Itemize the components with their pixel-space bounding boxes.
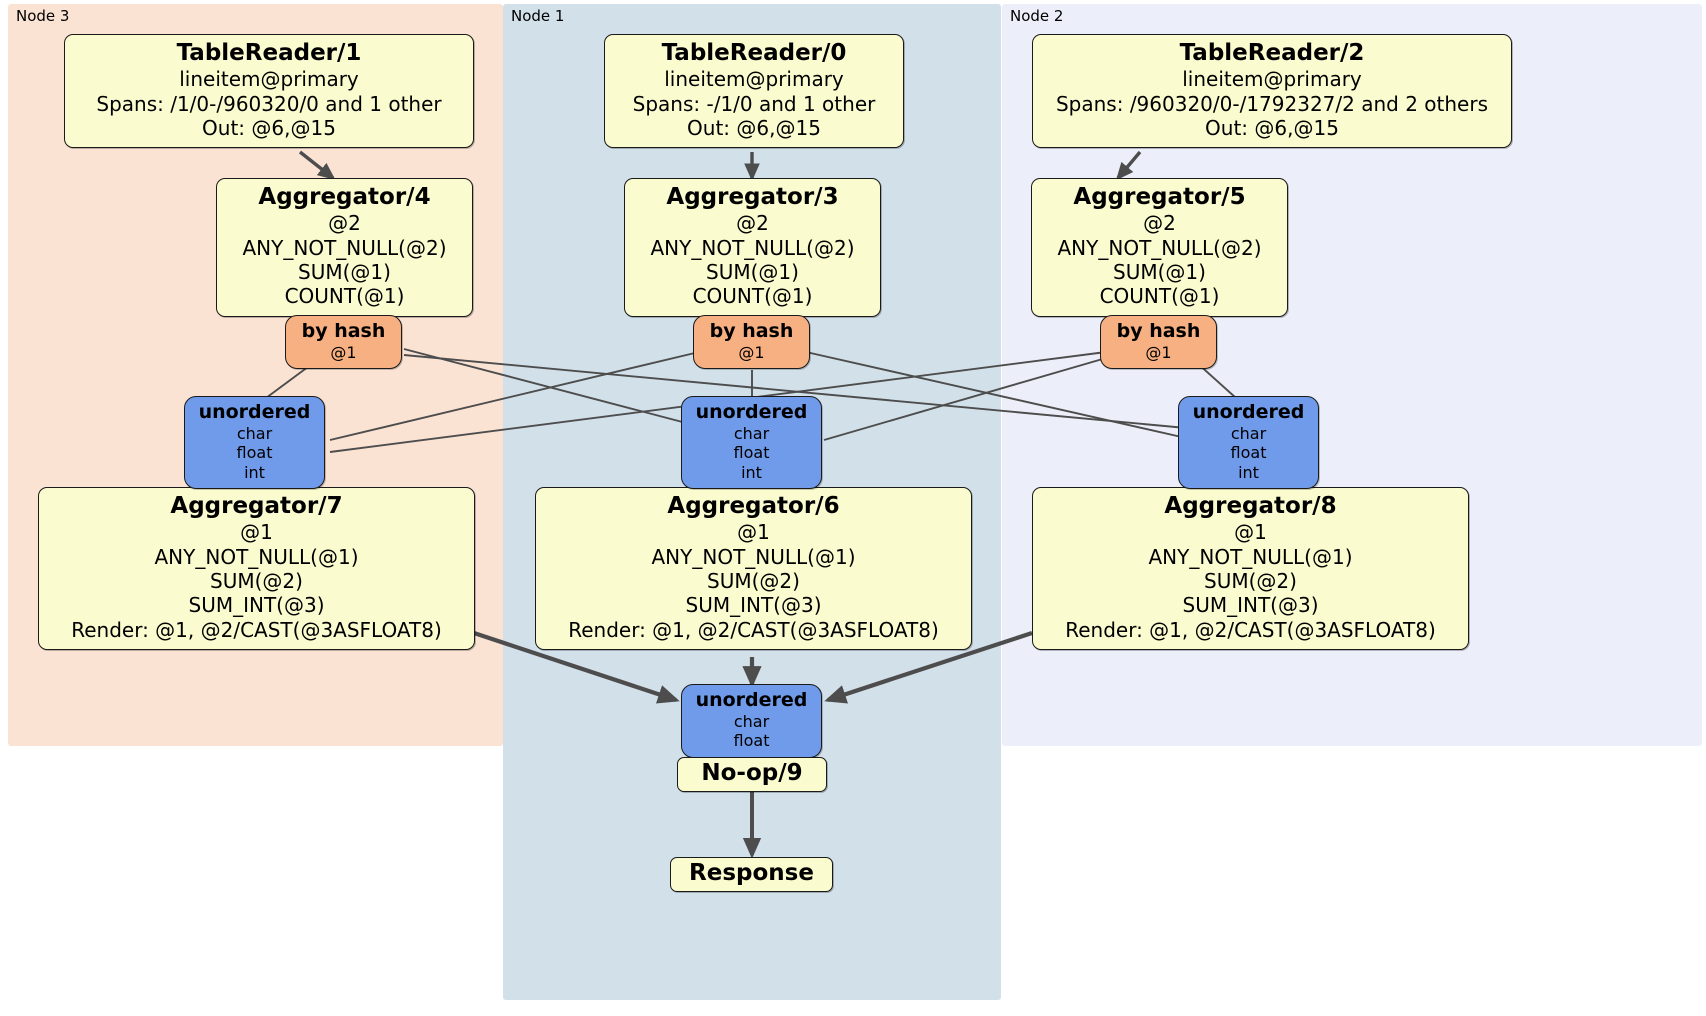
processor-box-aggregator-5[interactable]: Aggregator/5 @2 ANY_NOT_NULL(@2) SUM(@1)… <box>1031 178 1288 317</box>
unordered-final-type1: char <box>733 711 770 731</box>
aggregator7-agg3: SUM_INT(@3) <box>188 593 325 618</box>
byhash-left-title: by hash <box>301 320 386 342</box>
router-by-hash-node-3[interactable]: by hash @1 <box>285 315 402 370</box>
unordered-right-type1: char <box>1230 423 1267 443</box>
aggregator8-agg2: SUM(@2) <box>1204 568 1297 593</box>
unordered-center-title: unordered <box>695 401 808 423</box>
aggregator8-agg3: SUM_INT(@3) <box>1182 593 1319 618</box>
unordered-center-type1: char <box>733 423 770 443</box>
byhash-center-column: @1 <box>738 342 765 362</box>
unordered-final-title: unordered <box>695 689 808 711</box>
router-by-hash-node-2[interactable]: by hash @1 <box>1100 315 1217 370</box>
aggregator7-agg1: ANY_NOT_NULL(@1) <box>154 544 359 569</box>
tablereader0-out: Out: @6,@15 <box>687 115 821 140</box>
aggregator6-render: Render: @1, @2/CAST(@3ASFLOAT8) <box>568 617 939 642</box>
node-panel-label-node-2: Node 2 <box>1010 7 1064 25</box>
unordered-left-type2: float <box>236 443 273 463</box>
aggregator8-group: @1 <box>1234 520 1267 545</box>
unordered-right-title: unordered <box>1192 401 1305 423</box>
tablereader2-out: Out: @6,@15 <box>1205 115 1339 140</box>
aggregator6-group: @1 <box>737 520 770 545</box>
tablereader1-spans: Spans: /1/0-/960320/0 and 1 other <box>96 91 442 116</box>
router-by-hash-node-1[interactable]: by hash @1 <box>693 315 810 370</box>
aggregator5-agg1: ANY_NOT_NULL(@2) <box>1057 235 1262 260</box>
aggregator3-agg3: COUNT(@1) <box>692 284 813 309</box>
unordered-right-type2: float <box>1230 443 1267 463</box>
tablereader0-title: TableReader/0 <box>661 40 847 66</box>
processor-box-tablereader-1[interactable]: TableReader/1 lineitem@primary Spans: /1… <box>64 34 474 149</box>
unordered-final-type2: float <box>733 731 770 751</box>
aggregator4-title: Aggregator/4 <box>258 184 431 210</box>
aggregator5-group: @2 <box>1143 211 1176 236</box>
aggregator7-group: @1 <box>240 520 273 545</box>
aggregator8-agg1: ANY_NOT_NULL(@1) <box>1148 544 1353 569</box>
aggregator8-render: Render: @1, @2/CAST(@3ASFLOAT8) <box>1065 617 1436 642</box>
aggregator4-agg2: SUM(@1) <box>298 259 391 284</box>
aggregator6-agg2: SUM(@2) <box>707 568 800 593</box>
tablereader2-table: lineitem@primary <box>1182 67 1362 92</box>
byhash-right-column: @1 <box>1145 342 1172 362</box>
aggregator6-title: Aggregator/6 <box>667 493 840 519</box>
processor-box-aggregator-8[interactable]: Aggregator/8 @1 ANY_NOT_NULL(@1) SUM(@2)… <box>1032 487 1469 651</box>
byhash-right-title: by hash <box>1116 320 1201 342</box>
tablereader2-title: TableReader/2 <box>1179 40 1365 66</box>
unordered-left-type3: int <box>244 462 265 482</box>
processor-box-aggregator-6[interactable]: Aggregator/6 @1 ANY_NOT_NULL(@1) SUM(@2)… <box>535 487 972 651</box>
tablereader0-spans: Spans: -/1/0 and 1 other <box>632 91 876 116</box>
processor-box-tablereader-2[interactable]: TableReader/2 lineitem@primary Spans: /9… <box>1032 34 1512 149</box>
aggregator3-group: @2 <box>736 211 769 236</box>
unordered-center-type2: float <box>733 443 770 463</box>
processor-box-no-op-9[interactable]: No-op/9 <box>677 757 827 793</box>
node-panel-label-node-3: Node 3 <box>16 7 70 25</box>
aggregator7-render: Render: @1, @2/CAST(@3ASFLOAT8) <box>71 617 442 642</box>
aggregator6-agg3: SUM_INT(@3) <box>685 593 822 618</box>
processor-box-aggregator-7[interactable]: Aggregator/7 @1 ANY_NOT_NULL(@1) SUM(@2)… <box>38 487 475 651</box>
unordered-left-title: unordered <box>198 401 311 423</box>
node-panel-label-node-1: Node 1 <box>511 7 565 25</box>
aggregator5-title: Aggregator/5 <box>1073 184 1246 210</box>
aggregator7-title: Aggregator/7 <box>170 493 343 519</box>
router-unordered-node-1[interactable]: unordered char float int <box>681 396 822 490</box>
response-title: Response <box>689 860 814 886</box>
byhash-left-column: @1 <box>330 342 357 362</box>
noop9-title: No-op/9 <box>701 760 803 786</box>
tablereader1-table: lineitem@primary <box>179 67 359 92</box>
aggregator4-agg1: ANY_NOT_NULL(@2) <box>242 235 447 260</box>
aggregator6-agg1: ANY_NOT_NULL(@1) <box>651 544 856 569</box>
aggregator5-agg2: SUM(@1) <box>1113 259 1206 284</box>
aggregator8-title: Aggregator/8 <box>1164 493 1337 519</box>
processor-box-aggregator-4[interactable]: Aggregator/4 @2 ANY_NOT_NULL(@2) SUM(@1)… <box>216 178 473 317</box>
tablereader0-table: lineitem@primary <box>664 67 844 92</box>
tablereader1-title: TableReader/1 <box>176 40 362 66</box>
processor-box-response[interactable]: Response <box>670 857 833 893</box>
router-unordered-node-2[interactable]: unordered char float int <box>1178 396 1319 490</box>
aggregator3-agg2: SUM(@1) <box>706 259 799 284</box>
unordered-left-type1: char <box>236 423 273 443</box>
aggregator4-group: @2 <box>328 211 361 236</box>
unordered-center-type3: int <box>741 462 762 482</box>
router-unordered-final[interactable]: unordered char float <box>681 684 822 758</box>
tablereader1-out: Out: @6,@15 <box>202 115 336 140</box>
byhash-center-title: by hash <box>709 320 794 342</box>
processor-box-aggregator-3[interactable]: Aggregator/3 @2 ANY_NOT_NULL(@2) SUM(@1)… <box>624 178 881 317</box>
aggregator3-title: Aggregator/3 <box>666 184 839 210</box>
aggregator7-agg2: SUM(@2) <box>210 568 303 593</box>
processor-box-tablereader-0[interactable]: TableReader/0 lineitem@primary Spans: -/… <box>604 34 904 149</box>
aggregator5-agg3: COUNT(@1) <box>1099 284 1220 309</box>
router-unordered-node-3[interactable]: unordered char float int <box>184 396 325 490</box>
aggregator4-agg3: COUNT(@1) <box>284 284 405 309</box>
tablereader2-spans: Spans: /960320/0-/1792327/2 and 2 others <box>1055 91 1488 116</box>
unordered-right-type3: int <box>1238 462 1259 482</box>
aggregator3-agg1: ANY_NOT_NULL(@2) <box>650 235 855 260</box>
